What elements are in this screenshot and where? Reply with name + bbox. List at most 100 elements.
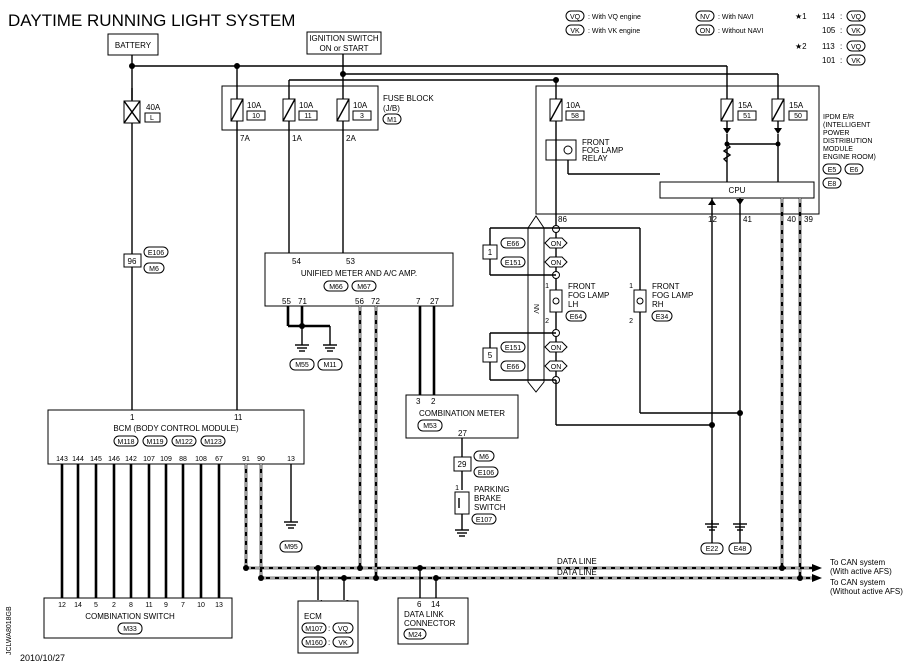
- ipdm-conn-e8-pill: [822, 177, 842, 189]
- diagram-date: 2010/10/27: [20, 653, 65, 663]
- joint-1-conn1-pill: [500, 237, 526, 249]
- ipdm-pin-86: 86: [558, 215, 567, 224]
- svg-text:107: 107: [143, 456, 155, 463]
- fog-rh-conn-pill: [651, 310, 673, 322]
- svg-text:2: 2: [112, 602, 116, 609]
- svg-text:14: 14: [74, 602, 82, 609]
- svg-text:ON: ON: [551, 241, 562, 248]
- fog-lh-pin1: 1: [545, 283, 549, 290]
- harness-29-conn2-pill: [473, 466, 499, 478]
- nv-bus-label: NV: [532, 304, 539, 314]
- fog-lh-line1: FRONT: [568, 282, 596, 291]
- ecm-name: ECM: [304, 612, 322, 621]
- diagram-code: JCLWA8018GB: [6, 606, 13, 655]
- ipdm-conn-e8: E8: [828, 181, 837, 188]
- data-line-1: [246, 564, 822, 572]
- fog-relay-box: [545, 139, 577, 161]
- legend-colon: :: [840, 12, 842, 21]
- bcm-pin-11: 11: [234, 413, 243, 422]
- unified-pin-72: 72: [371, 297, 380, 306]
- resistor-icon: [722, 143, 732, 163]
- fuse-51-amp: 15A: [738, 101, 753, 110]
- fog-relay-coil-icon: [563, 145, 573, 155]
- parking-brake-pin: 1: [455, 485, 459, 492]
- bcm-conn-m122-pill: [171, 435, 197, 447]
- svg-text:10: 10: [252, 113, 260, 120]
- on-tag: ON: [544, 237, 568, 249]
- ipdm-line6: ENGINE ROOM): [823, 154, 876, 161]
- fog-lh-pin2: 2: [545, 318, 549, 325]
- joint-96-conn1: E106: [148, 250, 164, 257]
- fusible-link-amp: 40A: [146, 103, 161, 112]
- svg-text:145: 145: [90, 456, 102, 463]
- legend-vq-pill: [565, 10, 585, 22]
- unified-pin-56: 56: [355, 297, 364, 306]
- legend-vk-text: : With VK engine: [588, 28, 640, 35]
- joint-1-conn2: E151: [505, 260, 521, 267]
- ecm-conn-m107: M107: [305, 626, 323, 633]
- comb-switch-wires: [60, 464, 221, 598]
- joint-5-conn1-pill: [500, 341, 526, 353]
- ipdm-line1: IPDM E/R: [823, 114, 854, 121]
- comb-meter-pin-3: 3: [416, 397, 421, 406]
- ground-m55: M55: [295, 362, 309, 369]
- legend-nv-pill: [695, 10, 715, 22]
- joint-5-conn2-pill: [500, 360, 526, 372]
- power-wires: [131, 54, 779, 100]
- ground-e22-pill: [700, 542, 724, 555]
- ipdm-line5: MODULE: [823, 146, 853, 153]
- fuse-pin-2a: 2A: [346, 134, 356, 143]
- ipdm-cpu-box: [659, 181, 815, 199]
- legend-nv-text: : With NAVI: [718, 14, 754, 21]
- svg-text:142: 142: [125, 456, 137, 463]
- svg-text:10A: 10A: [247, 101, 262, 110]
- data-line-1-label: DATA LINE: [557, 557, 597, 566]
- ipdm-box: [535, 85, 820, 215]
- comb-switch-conn: M33: [123, 626, 137, 633]
- dlc-line2: CONNECTOR: [404, 619, 456, 628]
- comb-switch-name: COMBINATION SWITCH: [85, 612, 175, 621]
- fog-relay-line1: FRONT: [582, 138, 610, 147]
- legend-star1-pill2: [846, 24, 866, 36]
- ground-e48: E48: [734, 546, 747, 553]
- can-dest1-line2: (With active AFS): [830, 567, 892, 576]
- ground-m95: M95: [284, 544, 298, 551]
- fuse-50-num-box: [788, 110, 808, 121]
- joint-96-pin: 96: [128, 257, 137, 266]
- battery-box: [107, 33, 159, 56]
- bcm-name: BCM (BODY CONTROL MODULE): [113, 424, 239, 433]
- svg-text:146: 146: [108, 456, 120, 463]
- unified-pin-7: 7: [416, 297, 421, 306]
- fuse-11: 10A 11: [282, 98, 318, 122]
- legend-star1-code2: VK: [851, 28, 861, 35]
- ipdm-cpu-label: CPU: [729, 186, 746, 195]
- ignition-switch-box: [306, 31, 382, 55]
- ipdm-pin-40: 40: [787, 215, 796, 224]
- svg-text:12: 12: [58, 602, 66, 609]
- fuse-58-amp: 10A: [566, 101, 581, 110]
- fog-rh-line1: FRONT: [652, 282, 680, 291]
- fuse-block-jb: (J/B): [383, 104, 400, 113]
- joint-1-conn1: E66: [507, 241, 520, 248]
- dlc-pin-14: 14: [431, 600, 440, 609]
- legend-star2-num1: 113: [822, 42, 835, 51]
- legend-star2-num2: 101: [822, 56, 836, 65]
- ignition-line2: ON or START: [319, 44, 368, 53]
- legend-on-code: ON: [700, 28, 711, 35]
- harness-29-num: 29: [458, 460, 467, 469]
- svg-text::: :: [328, 624, 330, 633]
- joint-1-num: 1: [488, 248, 493, 257]
- legend-star1-code1: VQ: [851, 14, 862, 21]
- comb-switch-pins: 12 14 5 2 8 11 9 7 10 13: [58, 602, 223, 609]
- ipdm-conn-e5-pill: [822, 163, 842, 175]
- svg-text:11: 11: [145, 602, 152, 609]
- legend-vk-code: VK: [570, 28, 580, 35]
- ignition-line1: IGNITION SWITCH: [309, 34, 379, 43]
- fog-relay-line3: RELAY: [582, 154, 608, 163]
- joint-5-num: 5: [488, 351, 493, 360]
- svg-text:90: 90: [257, 456, 265, 463]
- parking-brake-conn-pill: [471, 513, 497, 525]
- unified-conn-m67: M67: [357, 284, 371, 291]
- on-tag: ON: [544, 256, 568, 268]
